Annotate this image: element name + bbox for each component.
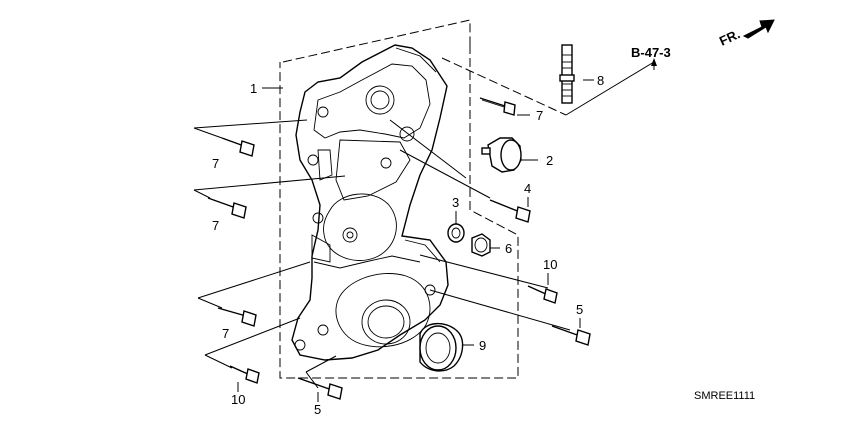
callout-7-left-3: 7	[222, 326, 229, 341]
cap-2	[481, 137, 522, 173]
front-direction-label: FR.	[717, 26, 742, 48]
callout-9: 9	[479, 338, 486, 353]
callout-10-bottom: 10	[231, 392, 245, 407]
callout-5-bottom: 5	[314, 402, 321, 417]
front-direction-arrow-icon	[742, 19, 775, 39]
callout-8: 8	[597, 73, 604, 88]
washer-3	[447, 223, 465, 243]
callout-10-right: 10	[543, 257, 557, 272]
callout-7-upper-right: 7	[536, 108, 543, 123]
callout-2: 2	[546, 153, 553, 168]
drawing-code: SMREE1111	[694, 390, 755, 402]
callout-4: 4	[524, 181, 531, 196]
callout-6: 6	[505, 241, 512, 256]
bolt-5-bottom	[297, 377, 343, 400]
callout-1: 1	[250, 81, 257, 96]
reference-arrow-icon	[651, 58, 657, 66]
bolt-7-left-1	[221, 137, 255, 157]
reference-label: B-47-3	[631, 45, 671, 60]
chain-case-body	[291, 44, 449, 361]
bolt-7-left-3	[217, 307, 257, 327]
callout-7-left-1: 7	[212, 156, 219, 171]
stud-bolt-8	[559, 44, 575, 104]
bolt-10-bottom	[229, 365, 260, 384]
plug-6	[471, 233, 491, 257]
callout-5-right: 5	[576, 302, 583, 317]
bolt-7-upper-right	[479, 97, 516, 116]
oil-seal-9	[419, 323, 464, 372]
bolt-7-left-2	[207, 197, 247, 219]
bolt-5-right	[551, 325, 591, 346]
callout-7-left-2: 7	[212, 218, 219, 233]
bolt-10-right	[527, 285, 558, 304]
bolt-4	[489, 199, 531, 223]
callout-3: 3	[452, 195, 459, 210]
